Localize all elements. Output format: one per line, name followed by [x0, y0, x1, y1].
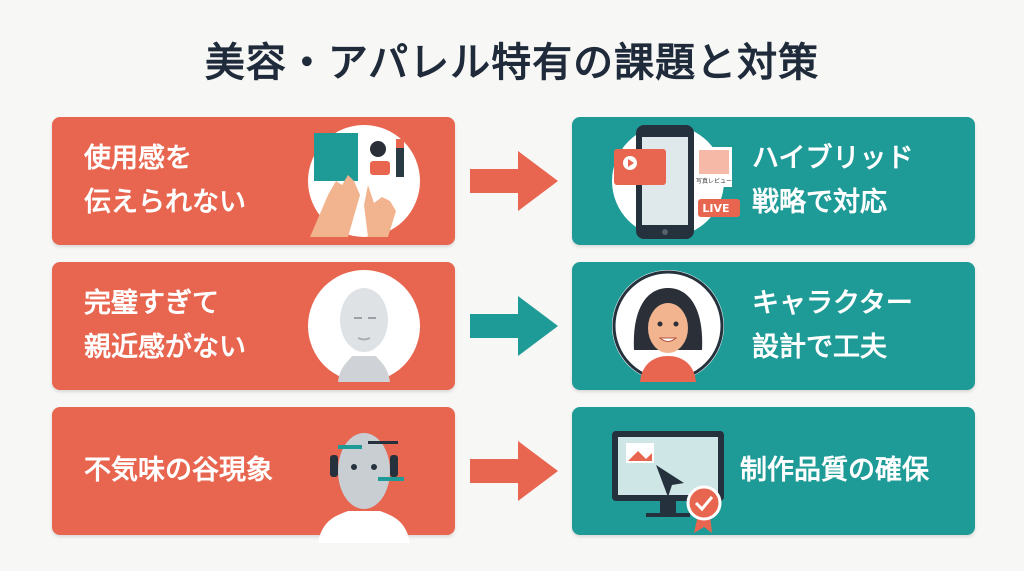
hands-cosmetics-illustration	[308, 125, 420, 237]
monitor-quality-badge-illustration	[612, 415, 724, 533]
glitched-android-illustration	[308, 415, 420, 543]
solution-text: 制作品質の確保	[740, 449, 929, 493]
problem-text: 完璧すぎて 親近感がない	[84, 282, 246, 370]
solution-line: 設計で工夫	[752, 332, 887, 363]
problem-text: 使用感を 伝えられない	[84, 137, 246, 225]
problem-card-too-perfect: 完璧すぎて 親近感がない	[52, 262, 455, 390]
problem-line: 伝えられない	[84, 187, 246, 218]
solution-line: 制作品質の確保	[740, 455, 929, 486]
problem-card-usage-feel: 使用感を 伝えられない	[52, 117, 455, 245]
problem-text: 不気味の谷現象	[84, 449, 273, 493]
smartphone-media-illustration: 写真レビュー LIVE	[612, 125, 740, 239]
problem-line: 使用感を	[84, 143, 192, 174]
solution-line: 戦略で対応	[752, 187, 887, 218]
arrow-right-icon	[470, 151, 558, 211]
solution-line: ハイブリッド	[752, 143, 914, 174]
mannequin-face-illustration	[308, 270, 420, 382]
photo-review-badge: 写真レビュー	[696, 177, 732, 185]
live-badge: LIVE	[702, 202, 729, 215]
page-title: 美容・アパレル特有の課題と対策	[204, 40, 820, 86]
solution-card-character: キャラクター 設計で工夫	[572, 262, 975, 390]
solution-line: キャラクター	[752, 288, 913, 319]
solution-card-hybrid: 写真レビュー LIVE ハイブリッド 戦略で対応	[572, 117, 975, 245]
arrow-right-icon	[470, 296, 558, 356]
arrow-right-icon	[470, 441, 558, 501]
problem-line: 親近感がない	[84, 332, 246, 363]
problem-line: 完璧すぎて	[84, 288, 219, 319]
solution-text: キャラクター 設計で工夫	[752, 282, 913, 370]
smiling-woman-avatar	[612, 270, 724, 382]
solution-card-quality: 制作品質の確保	[572, 407, 975, 535]
problem-card-uncanny-valley: 不気味の谷現象	[52, 407, 455, 543]
solution-text: ハイブリッド 戦略で対応	[752, 137, 913, 225]
problem-line: 不気味の谷現象	[84, 455, 273, 486]
